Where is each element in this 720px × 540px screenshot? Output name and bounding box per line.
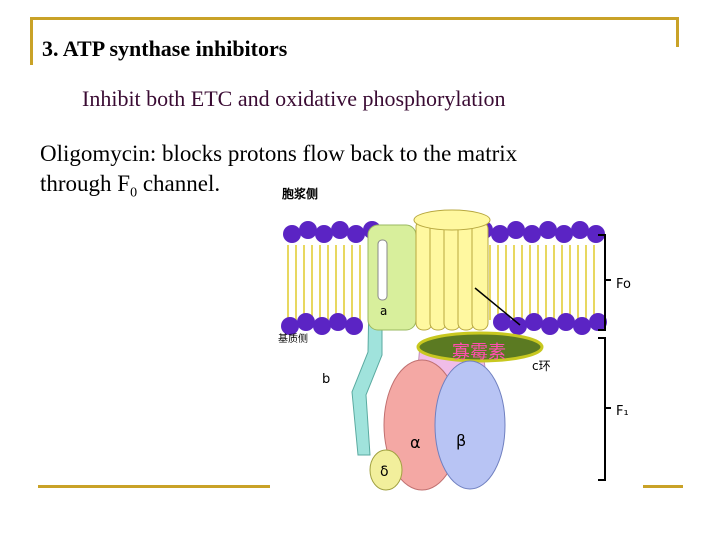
atp-synthase-diagram: 胞浆侧 基质侧 Fo F₁ a b c环 寡霉素 α β δ [278,186,631,491]
label-delta: δ [380,464,389,480]
body-line-1: Oligomycin: blocks protons flow back to … [40,141,518,166]
frame-bottom-right-line [643,485,683,488]
f1-bracket [598,337,611,481]
label-cytoplasm-side: 胞浆侧 [282,186,318,201]
slide-title: 3. ATP synthase inhibitors [42,36,288,61]
label-fo: Fo [616,277,631,292]
label-matrix-side: 基质侧 [278,332,308,345]
label-c-ring: c环 [532,359,551,373]
label-f1: F₁ [616,404,629,419]
frame-right-line [676,17,679,47]
body-line-2-subscript: 0 [130,185,138,201]
frame-left-line [30,17,33,65]
label-oligomycin: 寡霉素 [452,342,506,363]
a-subunit [367,224,417,331]
body-line-2-suffix: channel. [137,171,221,196]
slide-subtitle: Inhibit both ETC and oxidative phosphory… [82,86,506,111]
oligomycin-pointer [474,287,521,326]
label-beta: β [456,431,466,450]
body-text: Oligomycin: blocks protons flow back to … [40,139,517,209]
beta-subunit [434,360,506,490]
frame-bottom-left-line [38,485,270,488]
oligomycin-band [416,331,544,363]
fo-bracket [598,234,611,331]
lipid-heads-top [283,221,605,243]
label-b: b [322,372,330,387]
frame-top-line [32,17,678,20]
a-channel [377,239,388,301]
lipid-tails [287,245,595,320]
body-line-2: through F0 channel. [40,169,517,209]
c-ring [413,209,491,331]
lipid-heads-bottom [281,313,607,335]
label-a: a [380,304,387,318]
body-line-2-prefix: through F [40,171,131,196]
label-alpha: α [410,433,421,452]
delta-subunit [369,449,403,491]
